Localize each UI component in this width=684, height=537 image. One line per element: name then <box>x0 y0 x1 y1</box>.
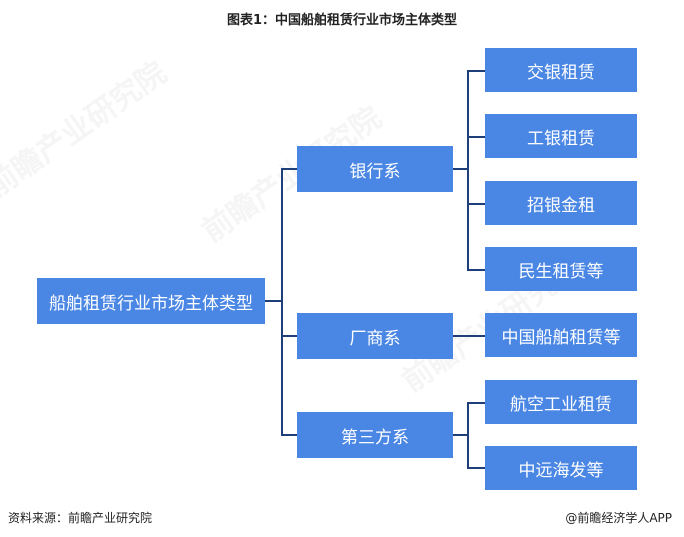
watermark: 前瞻产业研究院 <box>0 55 174 205</box>
connector-line <box>281 168 283 436</box>
category-node-manufacturer: 厂商系 <box>297 313 453 359</box>
source-note: 资料来源：前瞻产业研究院 <box>8 511 153 525</box>
connector-line <box>467 467 485 469</box>
leaf-node: 交银租赁 <box>485 48 637 92</box>
root-node: 船舶租赁行业市场主体类型 <box>37 278 265 324</box>
connector-line <box>281 335 297 337</box>
brand-credit: @前瞻经济学人APP <box>565 511 672 525</box>
connector-line <box>453 335 485 337</box>
connector-line <box>467 203 485 205</box>
leaf-node: 工银租赁 <box>485 114 637 158</box>
category-node-bank: 银行系 <box>297 146 453 192</box>
leaf-node: 中国船舶租赁等 <box>485 313 637 357</box>
connector-line <box>467 402 469 468</box>
connector-line <box>467 70 469 270</box>
connector-line <box>467 402 485 404</box>
connector-line <box>453 434 469 436</box>
category-node-third-party: 第三方系 <box>297 412 453 458</box>
connector-line <box>281 434 297 436</box>
leaf-node: 航空工业租赁 <box>485 380 637 424</box>
chart-title: 图表1：中国船舶租赁行业市场主体类型 <box>226 13 458 28</box>
connector-line <box>265 300 282 302</box>
connector-line <box>453 168 469 170</box>
leaf-node: 中远海发等 <box>485 446 637 490</box>
connector-line <box>281 168 297 170</box>
connector-line <box>467 136 485 138</box>
leaf-node: 民生租赁等 <box>485 247 637 291</box>
leaf-node: 招银金租 <box>485 181 637 225</box>
connector-line <box>467 269 485 271</box>
connector-line <box>467 70 485 72</box>
